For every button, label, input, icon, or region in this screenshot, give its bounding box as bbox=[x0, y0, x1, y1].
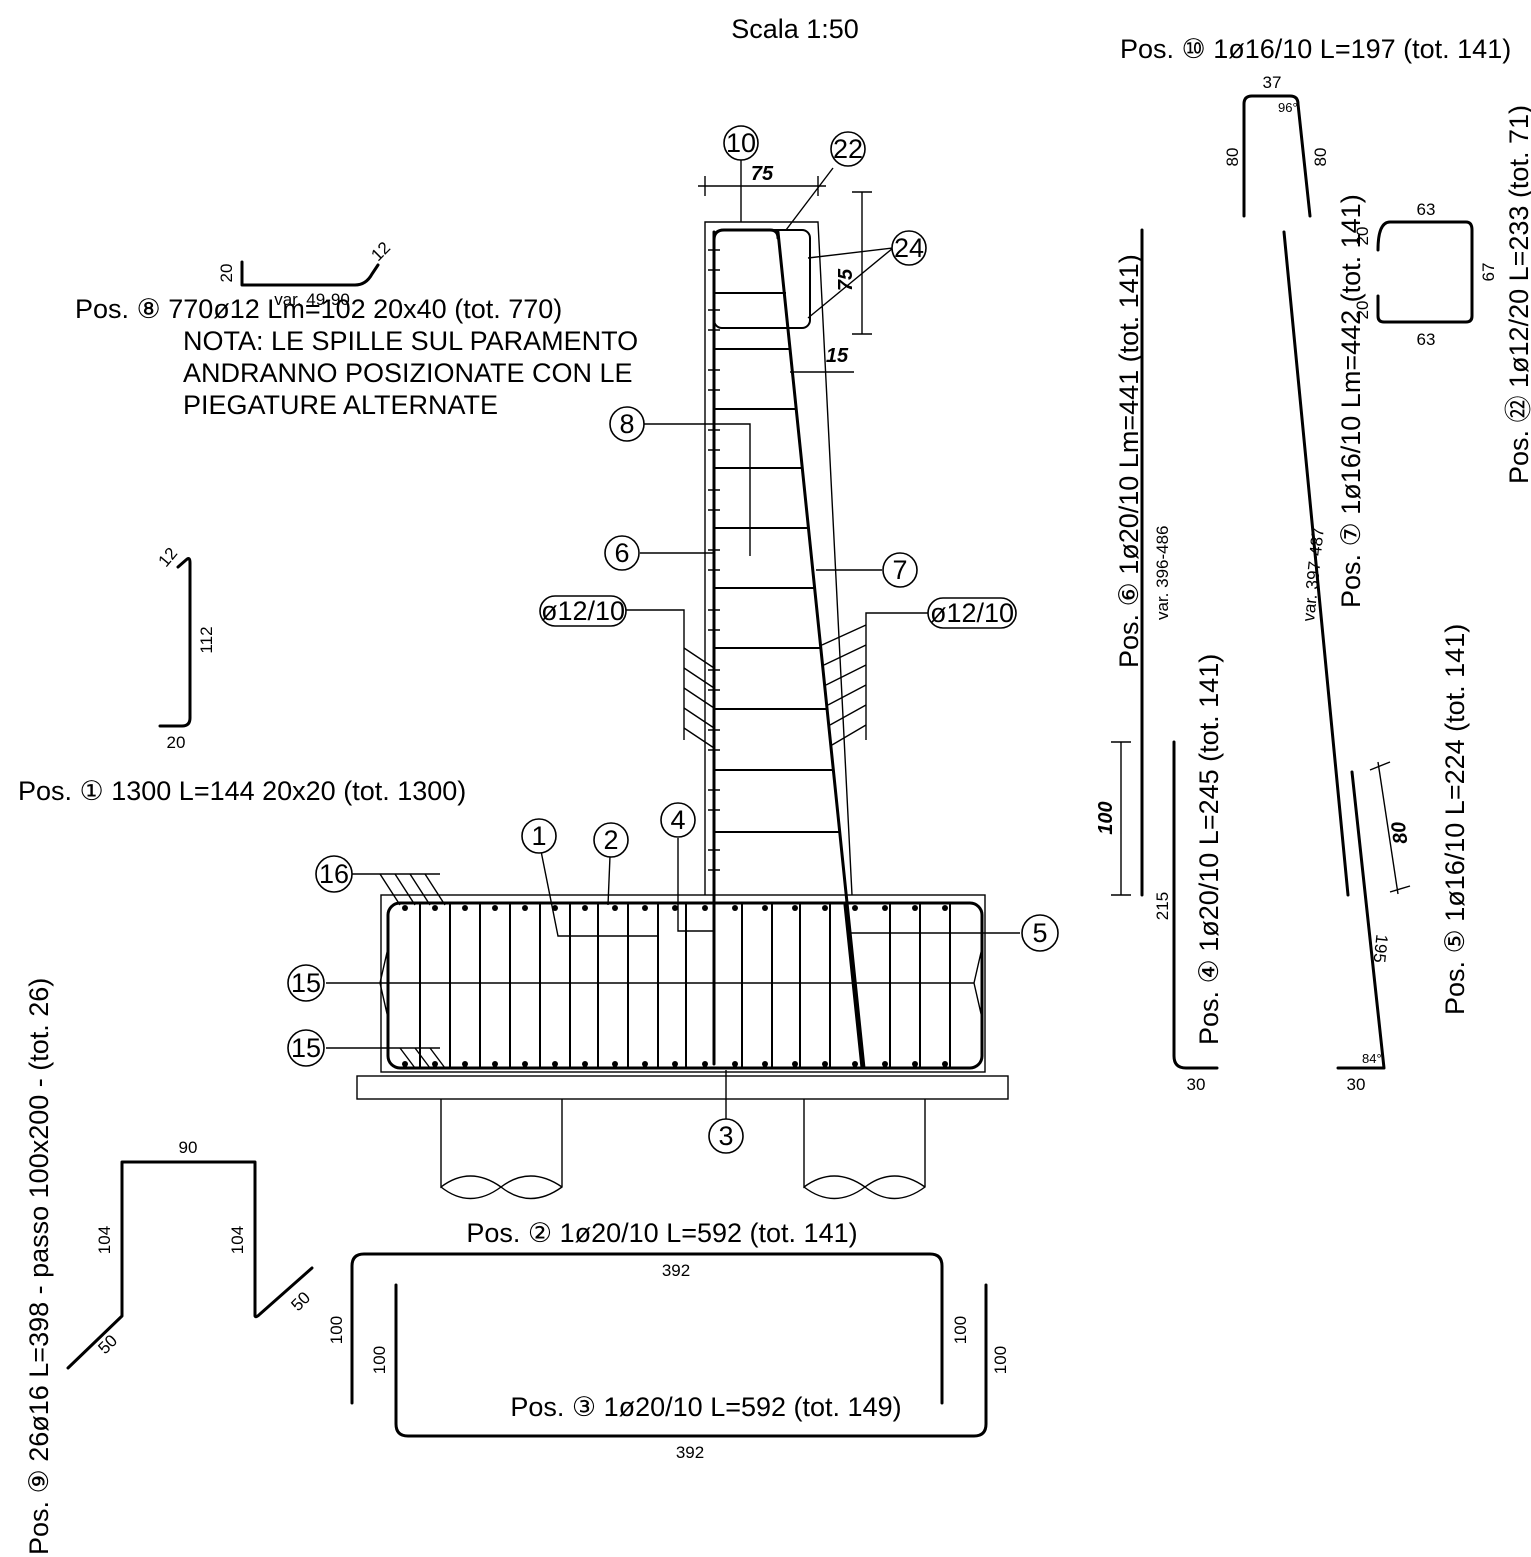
pos8-note-2: ANDRANNO POSIZIONATE CON LE bbox=[183, 358, 633, 388]
pos8-detail: 20 12 var. 49-90 Pos. ⑧ 770ø12 Lm=102 20… bbox=[75, 238, 638, 420]
pos4-label: Pos. ④ 1ø20/10 L=245 (tot. 141) bbox=[1194, 654, 1224, 1045]
pos1-detail: 112 20 12 Pos. ① 1300 L=144 20x20 (tot. … bbox=[18, 544, 466, 806]
svg-text:3: 3 bbox=[718, 1121, 733, 1151]
callout-8: 8 bbox=[609, 406, 645, 442]
pos22-label: Pos. ㉒ 1ø12/20 L=233 (tot. 71) bbox=[1504, 105, 1531, 484]
pos6-label: Pos. ⑥ 1ø20/10 Lm=441 (tot. 141) bbox=[1114, 254, 1144, 668]
pos10-dim-96: 96° bbox=[1278, 100, 1298, 115]
callout-24: 24 bbox=[891, 230, 927, 266]
svg-text:ø12/10: ø12/10 bbox=[930, 598, 1014, 628]
svg-text:ø12/10: ø12/10 bbox=[541, 596, 625, 626]
pos10-detail: Pos. ⑩ 1ø16/10 L=197 (tot. 141) 37 96° 8… bbox=[1120, 34, 1511, 218]
svg-text:8: 8 bbox=[619, 409, 634, 439]
pos9-dim-50b: 50 bbox=[287, 1288, 314, 1315]
pos7-dim-var: var. 397-487 bbox=[1299, 526, 1328, 622]
pos3-dim-100a: 100 bbox=[370, 1346, 389, 1374]
callout-5: 5 bbox=[1021, 914, 1059, 952]
scale-title: Scala 1:50 bbox=[731, 14, 859, 44]
svg-text:10: 10 bbox=[726, 128, 756, 158]
svg-text:24: 24 bbox=[894, 233, 924, 263]
pos8-note-1: NOTA: LE SPILLE SUL PARAMENTO bbox=[183, 326, 638, 356]
pos1-label: Pos. ① 1300 L=144 20x20 (tot. 1300) bbox=[18, 776, 466, 806]
svg-text:15: 15 bbox=[291, 968, 321, 998]
callout-7: 7 bbox=[882, 552, 918, 588]
pos10-dim-37: 37 bbox=[1263, 73, 1282, 92]
svg-text:22: 22 bbox=[833, 134, 863, 164]
pos4-dim-30: 30 bbox=[1187, 1075, 1206, 1094]
pos22-dim-63b: 63 bbox=[1417, 330, 1436, 349]
wall-section: 75 75 15 10 22 24 8 6 7 1 bbox=[287, 125, 1059, 1200]
pos3-label: Pos. ③ 1ø20/10 L=592 (tot. 149) bbox=[510, 1392, 901, 1422]
footing-bar-dots bbox=[402, 905, 948, 1067]
callout-6: 6 bbox=[604, 535, 640, 571]
pos10-dim-80a: 80 bbox=[1223, 148, 1242, 167]
pos2-dim-392: 392 bbox=[662, 1261, 690, 1280]
callout-16: 16 bbox=[315, 855, 353, 893]
callout-15b: 15 bbox=[287, 1029, 325, 1067]
callout-2: 2 bbox=[593, 822, 629, 858]
pos22-dim-20b: 20 bbox=[1353, 301, 1372, 320]
pos5-dim-80: 80 bbox=[1388, 820, 1413, 845]
pos8-dim-20: 20 bbox=[217, 264, 236, 283]
callout-3: 3 bbox=[708, 1118, 744, 1154]
callout-15a: 15 bbox=[287, 964, 325, 1002]
pos5-label: Pos. ⑤ 1ø16/10 L=224 (tot. 141) bbox=[1440, 624, 1470, 1015]
pos1-dim-112: 112 bbox=[197, 626, 216, 653]
pos5-dim-84: 84° bbox=[1362, 1051, 1382, 1066]
pos22-detail: 63 63 20 20 67 Pos. ㉒ 1ø12/20 L=233 (tot… bbox=[1353, 105, 1531, 484]
svg-text:2: 2 bbox=[603, 825, 618, 855]
pos4-detail: Pos. ④ 1ø20/10 L=245 (tot. 141) 215 30 bbox=[1153, 654, 1224, 1094]
callout-o12-left: ø12/10 bbox=[539, 595, 627, 627]
pos4-dim-215: 215 bbox=[1153, 892, 1172, 920]
svg-text:4: 4 bbox=[670, 805, 685, 835]
pos8-dim-var: var. 49-90 bbox=[274, 290, 350, 309]
dim-75-side: 75 bbox=[835, 268, 857, 291]
pos2-dim-100b: 100 bbox=[951, 1316, 970, 1344]
pos8-note-3: PIEGATURE ALTERNATE bbox=[183, 390, 498, 420]
pos22-dim-63a: 63 bbox=[1417, 200, 1436, 219]
pos9-dim-90: 90 bbox=[179, 1138, 198, 1157]
callout-o12-right: ø12/10 bbox=[927, 597, 1017, 629]
pos5-dim-30: 30 bbox=[1347, 1075, 1366, 1094]
pos2-detail: Pos. ② 1ø20/10 L=592 (tot. 141) 392 100 … bbox=[327, 1218, 970, 1405]
svg-text:15: 15 bbox=[291, 1033, 321, 1063]
pos8-dim-12: 12 bbox=[367, 238, 394, 265]
pos7-label: Pos. ⑦ 1ø16/10 Lm=442 (tot. 141) bbox=[1336, 194, 1366, 608]
pos8-label: Pos. ⑧ 770ø12 Lm=102 20x40 (tot. 770) bbox=[75, 294, 562, 324]
callout-1: 1 bbox=[521, 818, 557, 854]
dim-75-top: 75 bbox=[751, 163, 774, 185]
callout-10: 10 bbox=[723, 125, 759, 161]
pos3-dim-100b: 100 bbox=[991, 1346, 1010, 1374]
pos6-dim-var: var. 396-486 bbox=[1153, 525, 1172, 620]
pos9-dim-104a: 104 bbox=[95, 1226, 114, 1254]
callout-4: 4 bbox=[660, 802, 696, 838]
pos10-label: Pos. ⑩ 1ø16/10 L=197 (tot. 141) bbox=[1120, 34, 1511, 64]
pos2-label: Pos. ② 1ø20/10 L=592 (tot. 141) bbox=[466, 1218, 857, 1248]
pos9-dim-50a: 50 bbox=[94, 1331, 121, 1358]
svg-text:16: 16 bbox=[319, 859, 349, 889]
pos6-dim-100: 100 bbox=[1095, 801, 1117, 834]
pos2-dim-100a: 100 bbox=[327, 1316, 346, 1344]
pos9-dim-104b: 104 bbox=[228, 1226, 247, 1254]
pos3-dim-392: 392 bbox=[676, 1443, 704, 1462]
pos22-dim-20a: 20 bbox=[1353, 227, 1372, 246]
dim-15: 15 bbox=[826, 345, 849, 367]
pos9-detail: 90 104 104 50 50 Pos. ⑨ 26ø16 L=398 - pa… bbox=[24, 978, 314, 1555]
pos9-label: Pos. ⑨ 26ø16 L=398 - passo 100x200 - (to… bbox=[24, 978, 54, 1555]
pos22-dim-67: 67 bbox=[1479, 263, 1498, 282]
pos5-detail: 80 Pos. ⑤ 1ø16/10 L=224 (tot. 141) 195 3… bbox=[1336, 624, 1470, 1094]
callout-22: 22 bbox=[830, 131, 866, 167]
svg-text:1: 1 bbox=[531, 821, 546, 851]
pos1-dim-20: 20 bbox=[167, 733, 186, 752]
pos5-dim-195: 195 bbox=[1370, 933, 1392, 963]
svg-text:5: 5 bbox=[1032, 918, 1047, 948]
svg-text:7: 7 bbox=[892, 555, 907, 585]
pins bbox=[714, 292, 839, 833]
svg-text:6: 6 bbox=[614, 538, 629, 568]
pos3-detail: Pos. ③ 1ø20/10 L=592 (tot. 149) 392 100 … bbox=[370, 1283, 1010, 1462]
pos10-dim-80b: 80 bbox=[1311, 148, 1330, 167]
pos6-detail: Pos. ⑥ 1ø20/10 Lm=441 (tot. 141) var. 39… bbox=[1095, 228, 1172, 897]
